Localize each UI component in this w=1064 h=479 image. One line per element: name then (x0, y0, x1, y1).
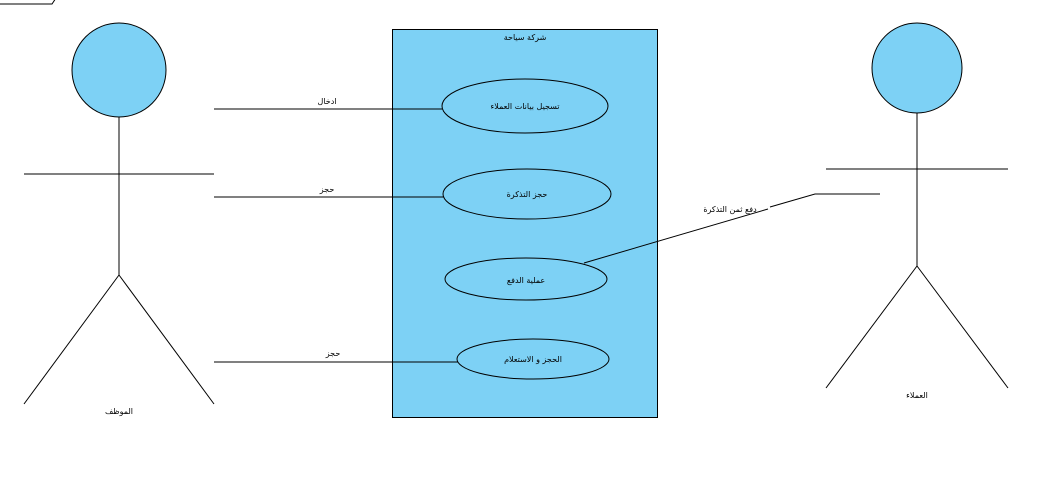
actor-employee-head (71, 22, 167, 118)
actor-employee-right-leg (118, 274, 215, 405)
use-case-label: الحجز و الاستعلام (504, 355, 562, 364)
association-label: حجز (325, 349, 341, 358)
actor-employee-name: الموظف (105, 407, 133, 416)
association-label: حجز (319, 185, 335, 194)
use-case-book-ticket[interactable]: حجز التذكرة (442, 168, 612, 220)
association-line[interactable] (583, 208, 769, 264)
association-3[interactable]: دفع ثمن التذكرة (583, 193, 880, 264)
association-2[interactable]: حجز (214, 185, 444, 198)
use-case-label: تسجيل بيانات العملاء (490, 102, 559, 111)
use-case-ellipse[interactable] (444, 257, 608, 301)
association-label: دفع ثمن التذكرة (703, 205, 757, 214)
use-case-payment[interactable]: عملية الدفع (444, 257, 608, 301)
association-line[interactable] (769, 193, 880, 208)
system-title: شركة سياحة (504, 33, 547, 42)
actor-customer-name: العملاء (906, 391, 928, 400)
corner-tab (0, 0, 56, 5)
association-label: ادخال (318, 97, 337, 106)
actor-customer-head (871, 22, 963, 114)
actor-employee-left-leg (23, 274, 120, 405)
actor-employee[interactable]: الموظف (23, 22, 215, 416)
actor-customer[interactable]: العملاء (825, 22, 1009, 400)
association-1[interactable]: ادخال (214, 97, 444, 110)
association-4[interactable]: حجز (214, 349, 458, 363)
use-case-label: حجز التذكرة (507, 190, 548, 199)
use-case-register-customers[interactable]: تسجيل بيانات العملاء (441, 78, 609, 134)
use-case-ellipse[interactable] (442, 168, 612, 220)
use-case-booking-inquiry[interactable]: الحجز و الاستعلام (456, 338, 610, 380)
actor-customer-right-leg (916, 265, 1009, 389)
use-case-ellipse[interactable] (441, 78, 609, 134)
use-case-ellipse[interactable] (456, 338, 610, 380)
use-case-label: عملية الدفع (507, 276, 545, 285)
actor-customer-left-leg (825, 265, 918, 389)
